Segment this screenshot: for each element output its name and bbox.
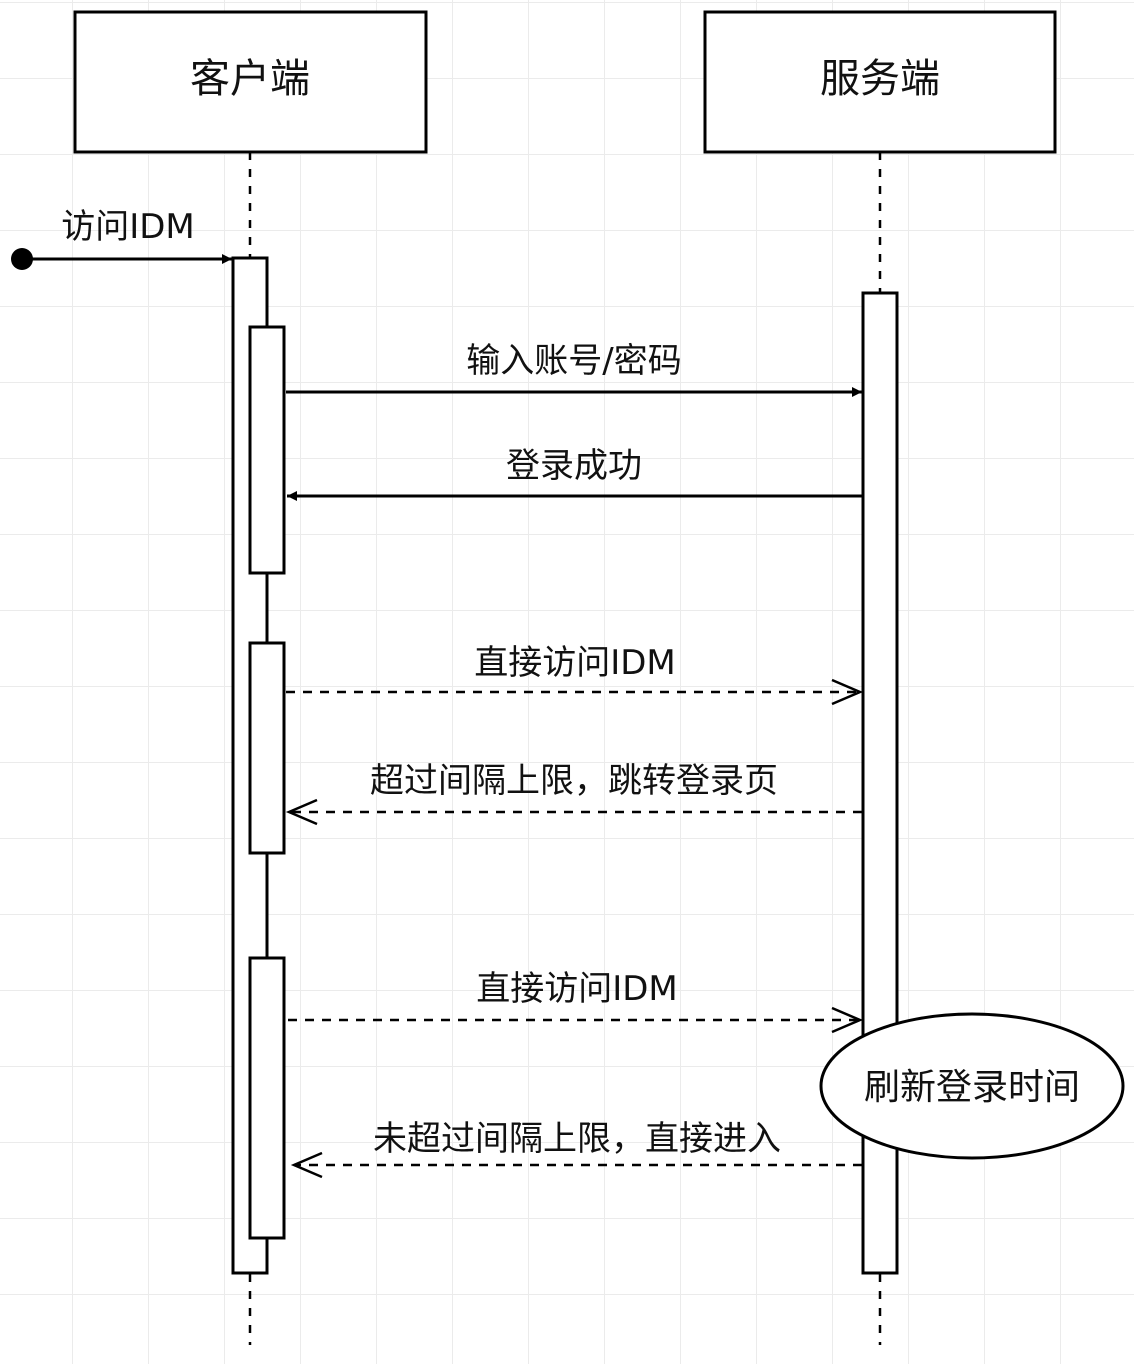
participant-server[interactable]: 服务端 xyxy=(703,10,1057,154)
activation-client-retry-1 xyxy=(248,641,286,855)
message-enter-directly: 未超过间隔上限，直接进入 xyxy=(290,1119,862,1179)
message-login-success: 登录成功 xyxy=(287,446,862,501)
activation-client-login xyxy=(248,325,286,575)
message-enter-credentials: 输入账号/密码 xyxy=(286,341,862,397)
note-refresh-login-time: 刷新登录时间 xyxy=(819,1012,1125,1160)
message-direct-visit-2-label: 直接访问IDM xyxy=(476,969,678,1009)
message-direct-visit-1-label: 直接访问IDM xyxy=(474,643,676,683)
activation-client-retry-2 xyxy=(248,956,286,1240)
message-redirect-login: 超过间隔上限，跳转登录页 xyxy=(285,761,862,826)
message-direct-visit-1: 直接访问IDM xyxy=(286,643,864,706)
message-enter-directly-label: 未超过间隔上限，直接进入 xyxy=(373,1119,781,1159)
message-direct-visit-2: 直接访问IDM xyxy=(288,969,864,1034)
participant-server-label: 服务端 xyxy=(820,56,940,102)
participant-client-label: 客户端 xyxy=(190,56,310,102)
note-refresh-login-time-label: 刷新登录时间 xyxy=(864,1067,1080,1108)
message-redirect-login-label: 超过间隔上限，跳转登录页 xyxy=(370,761,778,801)
participant-client[interactable]: 客户端 xyxy=(73,10,428,154)
message-visit-idm-label: 访问IDM xyxy=(61,207,195,247)
message-visit-idm: 访问IDM xyxy=(11,207,232,270)
message-enter-credentials-label: 输入账号/密码 xyxy=(466,341,681,381)
message-login-success-label: 登录成功 xyxy=(506,446,642,486)
